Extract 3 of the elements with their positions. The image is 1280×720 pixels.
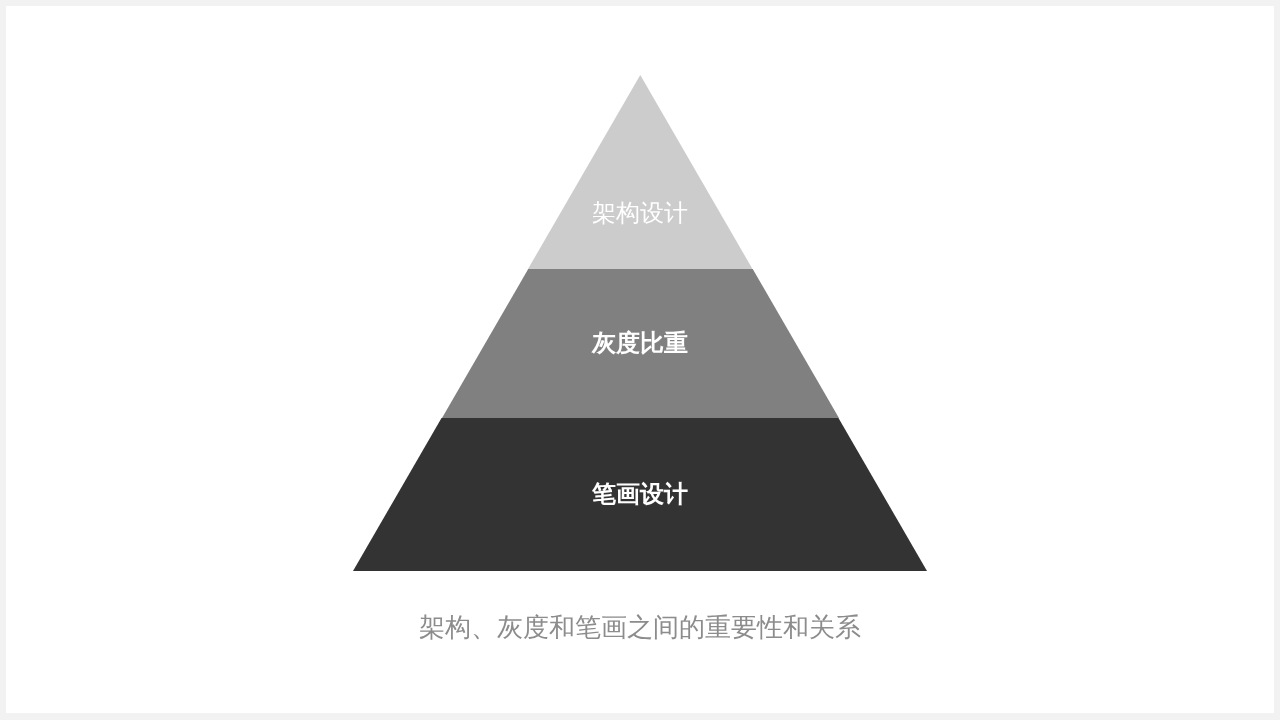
tier-label: 笔画设计 <box>592 480 688 508</box>
caption: 架构、灰度和笔画之间的重要性和关系 <box>419 611 861 643</box>
tier-label: 灰度比重 <box>592 329 688 357</box>
